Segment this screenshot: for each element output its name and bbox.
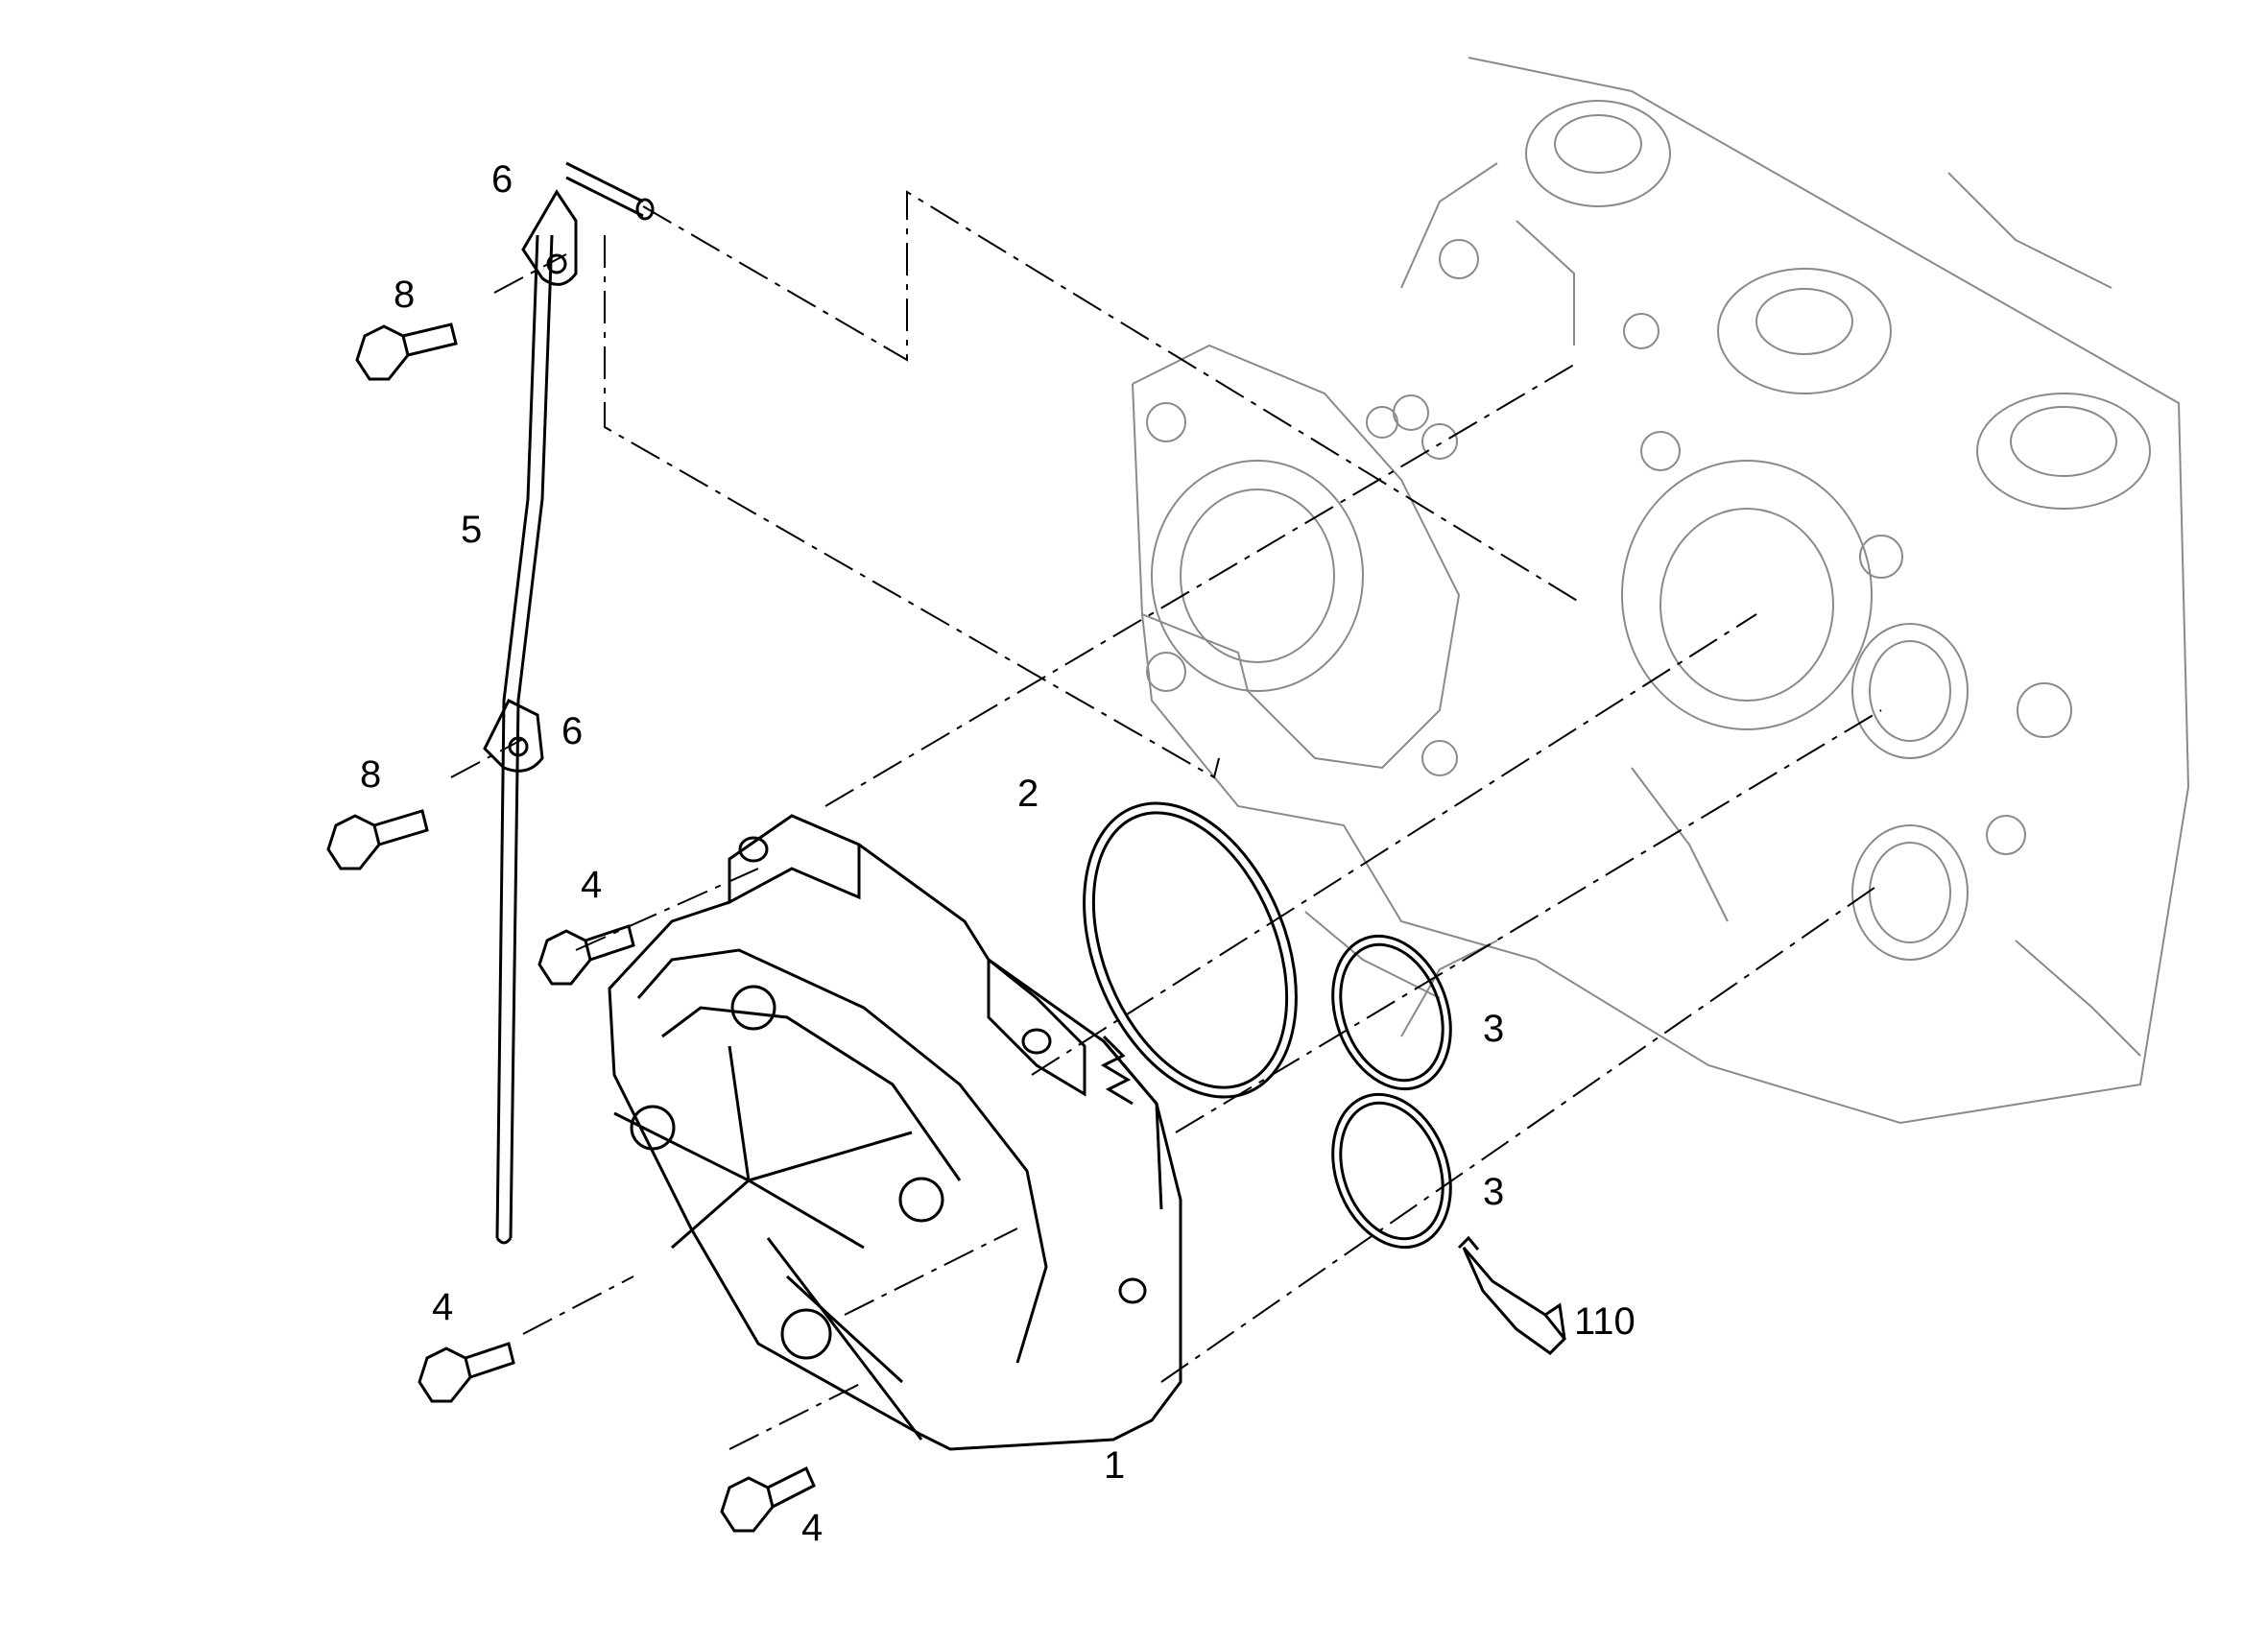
callout-6-upper: 6	[491, 158, 513, 201]
hex-bolt-icon	[326, 322, 816, 1533]
callout-110: 110	[1574, 1300, 1635, 1343]
o-ring-icon	[1083, 801, 1452, 1250]
callout-2: 2	[1017, 773, 1039, 815]
callout-6-lower: 6	[561, 710, 583, 752]
callout-8-lower: 8	[360, 753, 381, 796]
callout-1: 1	[1104, 1444, 1125, 1487]
timing-cover-icon	[608, 814, 1182, 1451]
callout-3-upper: 3	[1483, 1008, 1504, 1050]
sealant-tube-icon	[1457, 1235, 1567, 1355]
clamp-icon	[483, 189, 578, 773]
callout-4-lower: 4	[801, 1507, 823, 1549]
callout-5: 5	[461, 509, 482, 551]
callout-3-lower: 3	[1483, 1171, 1504, 1213]
callout-4-upper-left: 4	[581, 864, 602, 906]
assembly-leader-lines	[450, 190, 1882, 1450]
engine-block-icon	[1132, 57, 2190, 1125]
dipstick-tube-icon	[495, 161, 655, 1245]
callout-8-upper: 8	[394, 274, 415, 316]
callout-4-mid-left: 4	[432, 1286, 453, 1328]
